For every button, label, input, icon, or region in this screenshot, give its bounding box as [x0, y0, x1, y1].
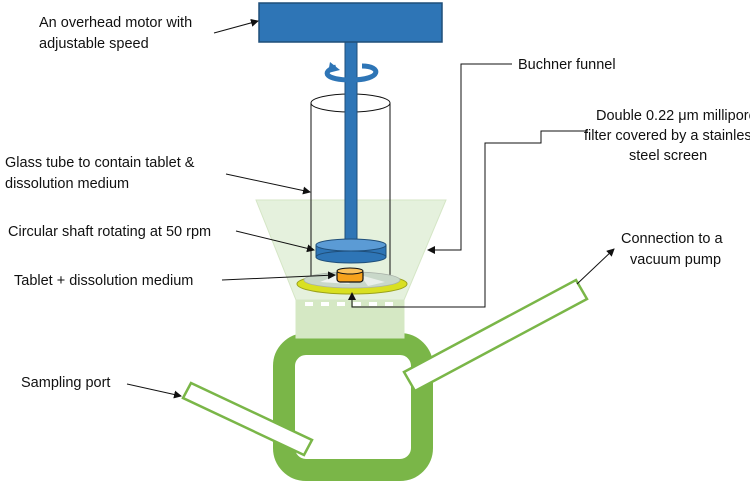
arrow-tube	[225, 173, 311, 195]
tube-label-line1: Glass tube to contain tablet &	[5, 155, 195, 171]
leader-arrows	[126, 18, 615, 399]
filter-label-line1: Double 0.22 μm millipore	[596, 108, 750, 124]
vacuum-label-line2: vacuum pump	[630, 252, 721, 268]
funnel-label: Buchner funnel	[518, 57, 616, 73]
arrow-funnel	[427, 63, 512, 254]
motor-label-line1: An overhead motor with	[39, 15, 192, 31]
arrow-vacuum	[576, 248, 615, 285]
sampling-port-arm	[181, 381, 314, 457]
rotation-arrow-icon	[324, 62, 379, 83]
filter-label-line3: steel screen	[629, 148, 707, 164]
circular-shaft-disc	[315, 238, 387, 264]
arrow-sampling	[126, 383, 182, 399]
tablet-label: Tablet + dissolution medium	[14, 273, 193, 289]
vacuum-label-line1: Connection to a	[621, 231, 724, 247]
tablet	[336, 267, 364, 283]
tube-label-line2: dissolution medium	[5, 176, 129, 192]
arrow-filter	[348, 130, 588, 308]
sampling-label: Sampling port	[21, 375, 110, 391]
overhead-motor	[258, 2, 443, 43]
funnel-neck	[295, 299, 405, 339]
rotating-shaft	[344, 41, 358, 249]
motor-label-line2: adjustable speed	[39, 36, 149, 52]
shaft-label: Circular shaft rotating at 50 rpm	[8, 224, 211, 240]
arrow-shaft	[235, 230, 315, 253]
vacuum-connection-arm	[402, 278, 589, 393]
arrow-tablet	[221, 271, 336, 281]
arrow-motor	[213, 18, 259, 34]
collection-flask	[273, 333, 433, 481]
filter-label-line2: filter covered by a stainless	[584, 128, 750, 144]
